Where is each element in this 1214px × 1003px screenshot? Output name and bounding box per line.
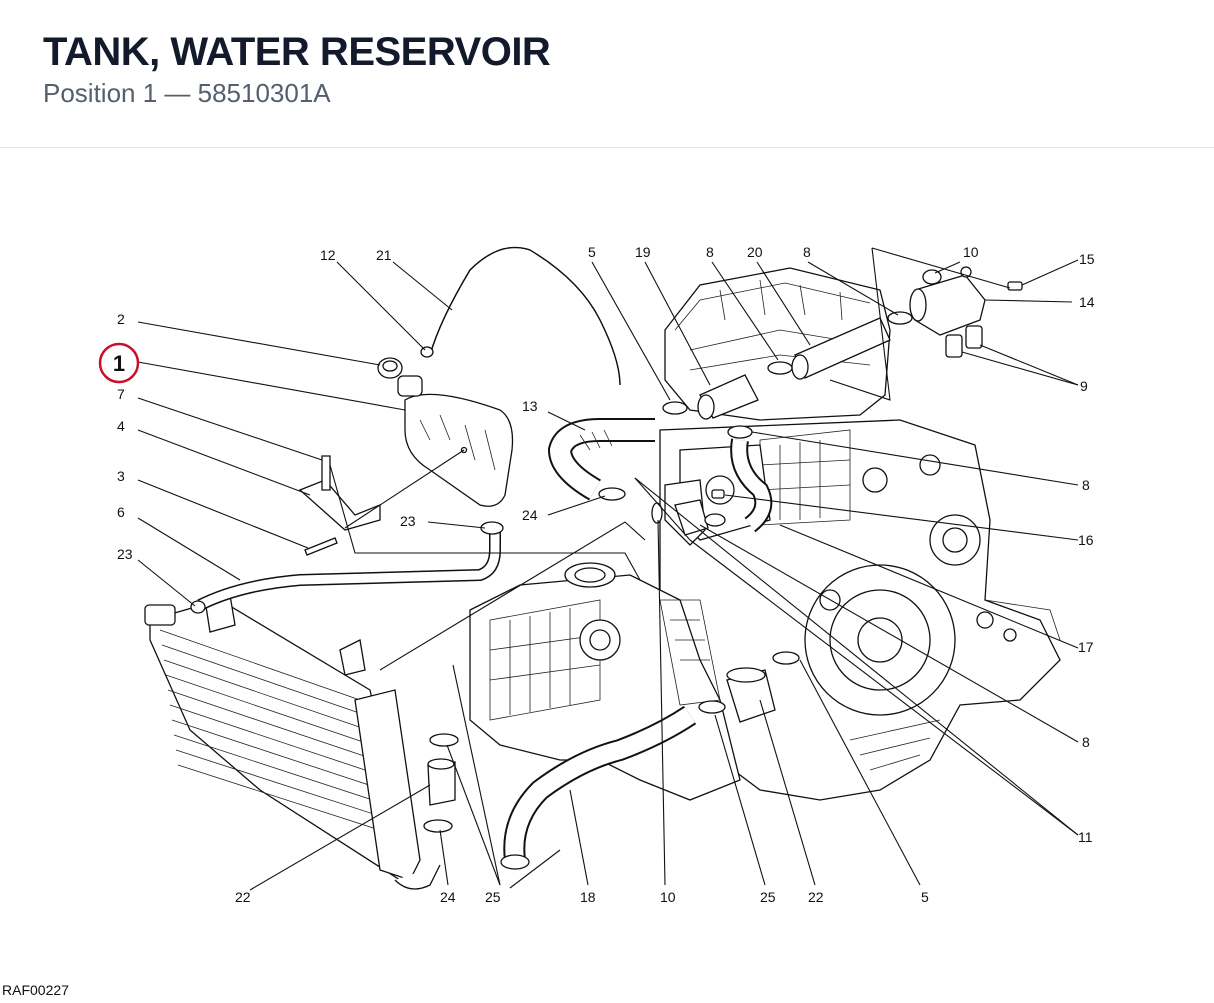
drawing-reference-code: RAF00227 — [2, 982, 69, 998]
callout-21: 21 — [376, 247, 392, 263]
callout-8: 8 — [1082, 734, 1090, 750]
callout-24: 24 — [522, 507, 538, 523]
callout-22: 22 — [808, 889, 824, 905]
callout-8: 8 — [1082, 477, 1090, 493]
callout-5: 5 — [588, 244, 596, 260]
radiator-drawing — [144, 594, 441, 890]
hose-clamps — [190, 281, 1023, 833]
callout-25: 25 — [485, 889, 501, 905]
callout-16: 16 — [1078, 532, 1094, 548]
callout-13: 13 — [522, 398, 538, 414]
callout-labels: 12 21 5 19 8 20 8 10 15 14 2 7 4 3 6 23 … — [117, 244, 1095, 905]
callout-12: 12 — [320, 247, 336, 263]
page-header: TANK, WATER RESERVOIR Position 1 — 58510… — [0, 0, 1214, 148]
highlight-ring — [98, 342, 140, 384]
callout-14: 14 — [1079, 294, 1095, 310]
callout-22: 22 — [235, 889, 251, 905]
callout-2: 2 — [117, 311, 125, 327]
callout-6: 6 — [117, 504, 125, 520]
callout-17: 17 — [1078, 639, 1094, 655]
callout-8: 8 — [706, 244, 714, 260]
callout-23: 23 — [400, 513, 416, 529]
callout-18: 18 — [580, 889, 596, 905]
callout-9: 9 — [1080, 378, 1088, 394]
hoses — [197, 246, 986, 870]
callout-5: 5 — [921, 889, 929, 905]
callout-10: 10 — [963, 244, 979, 260]
callout-4: 4 — [117, 418, 125, 434]
page-title: TANK, WATER RESERVOIR — [43, 30, 551, 74]
callout-11: 11 — [1078, 829, 1093, 845]
callout-15: 15 — [1079, 251, 1095, 267]
callout-23: 23 — [117, 546, 133, 562]
highlighted-callout-1[interactable]: 1 — [98, 342, 140, 384]
callout-7: 7 — [117, 386, 125, 402]
callout-20: 20 — [747, 244, 763, 260]
callout-10: 10 — [660, 889, 676, 905]
callout-19: 19 — [635, 244, 651, 260]
callout-25: 25 — [760, 889, 776, 905]
callout-3: 3 — [117, 468, 125, 484]
leader-lines — [137, 247, 1079, 891]
callout-8: 8 — [803, 244, 811, 260]
highlight-label: 1 — [113, 351, 125, 376]
callout-24: 24 — [440, 889, 456, 905]
water-reservoir-tank — [298, 357, 514, 556]
part-position-subtitle: Position 1 — 58510301A — [43, 78, 331, 108]
